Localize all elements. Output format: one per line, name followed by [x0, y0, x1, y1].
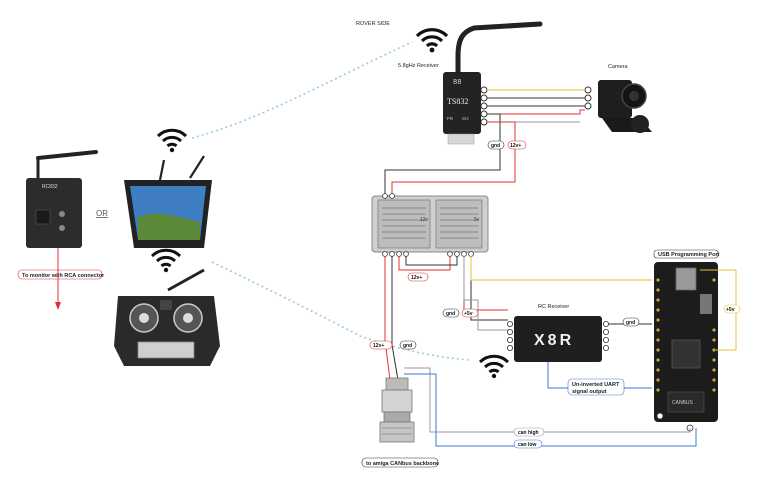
wireless-links — [191, 41, 471, 361]
rover-side-label: ROVER SIDE — [356, 21, 390, 27]
wifi-icon — [415, 28, 449, 53]
svg-text:can low: can low — [518, 442, 536, 448]
canbus-note: to amiga CANbus backbone — [361, 457, 439, 468]
pill-12v-mid: 12v+ — [407, 272, 429, 282]
svg-text:gnd: gnd — [491, 143, 500, 149]
camera-label: Camera — [608, 64, 629, 70]
svg-text:gnd: gnd — [446, 311, 455, 317]
pill-can-high: can high — [513, 427, 545, 437]
svg-text:gnd: gnd — [403, 343, 412, 349]
link-monitor-to-rover — [191, 41, 413, 139]
link-tx-to-receiver — [211, 261, 471, 361]
monitor-output-wire — [55, 248, 61, 310]
pill-gnd-rc: gnd — [442, 308, 460, 318]
svg-text:12v+: 12v+ — [510, 143, 521, 149]
svg-text:USB Programming Port: USB Programming Port — [658, 252, 720, 258]
pill-can-low: can low — [513, 439, 543, 449]
receiver-ch-label: CH — [462, 116, 469, 121]
or-label: OR — [96, 209, 108, 218]
pill-gnd-can: gnd — [399, 340, 417, 350]
svg-text:signal output: signal output — [572, 389, 607, 395]
usb-port-note: USB Programming Port — [653, 249, 720, 259]
connector-icon — [379, 377, 415, 443]
x8r-label: X8R — [534, 332, 574, 349]
rc832-receiver: RC832 — [26, 150, 98, 248]
svg-text:+5v: +5v — [726, 307, 735, 313]
receiver-seg-display: 88 — [453, 79, 461, 87]
wifi-icon — [478, 354, 510, 379]
svg-text:+5v: +5v — [464, 311, 473, 317]
svg-text:to amiga CANbus backbone: to amiga CANbus backbone — [366, 461, 439, 467]
pill-12v-top: 12v+ — [507, 140, 527, 150]
svg-text:can high: can high — [518, 430, 539, 436]
antenna-icon — [455, 21, 543, 78]
receiver-icon: X8R — [506, 316, 610, 362]
receiver-ts832-label: TS832 — [447, 97, 468, 106]
svg-text:12v+: 12v+ — [373, 343, 384, 349]
monitor-icon — [124, 155, 212, 248]
receiver-58-label: 5.8gHz Receiver — [398, 63, 439, 69]
regulator-12v-label: 12v — [420, 217, 429, 223]
video-receiver-58: 88 TS832 FR CH — [443, 21, 543, 145]
microcontroller-icon: CANBUS — [654, 262, 718, 432]
transmitter-icon — [114, 268, 220, 366]
pill-12v-can: 12v+ — [369, 340, 393, 350]
canbus-chip-label: CANBUS — [672, 400, 694, 406]
svg-text:Un-inverted UART: Un-inverted UART — [572, 382, 620, 388]
can-wires — [404, 367, 697, 447]
regulator-icon: 12v 5v — [371, 193, 489, 257]
power-wires-top — [384, 113, 516, 196]
pill-5v-mcu: +5v — [723, 304, 741, 314]
uart-note: Un-inverted UART signal output — [567, 378, 625, 396]
rc-receiver-label: RC Receiver — [538, 304, 569, 310]
svg-text:12v+: 12v+ — [411, 275, 422, 281]
pill-5v-rc: +5v — [461, 308, 479, 318]
receiver-fr-label: FR — [447, 116, 454, 121]
wifi-icon — [156, 128, 188, 153]
svg-text:gnd: gnd — [626, 320, 635, 326]
camera-icon — [584, 80, 652, 133]
wifi-icon — [150, 248, 182, 273]
rc832-label: RC832 — [42, 184, 58, 190]
svg-text:To monitor with RCA connector: To monitor with RCA connector — [22, 273, 105, 279]
regulator-5v-label: 5v — [474, 217, 480, 223]
monitor-note: To monitor with RCA connector — [17, 269, 105, 280]
pill-gnd-top: gnd — [487, 140, 505, 150]
camera-wires — [487, 89, 585, 123]
pill-gnd-mcu: gnd — [622, 317, 640, 327]
antenna-icon — [36, 150, 98, 178]
